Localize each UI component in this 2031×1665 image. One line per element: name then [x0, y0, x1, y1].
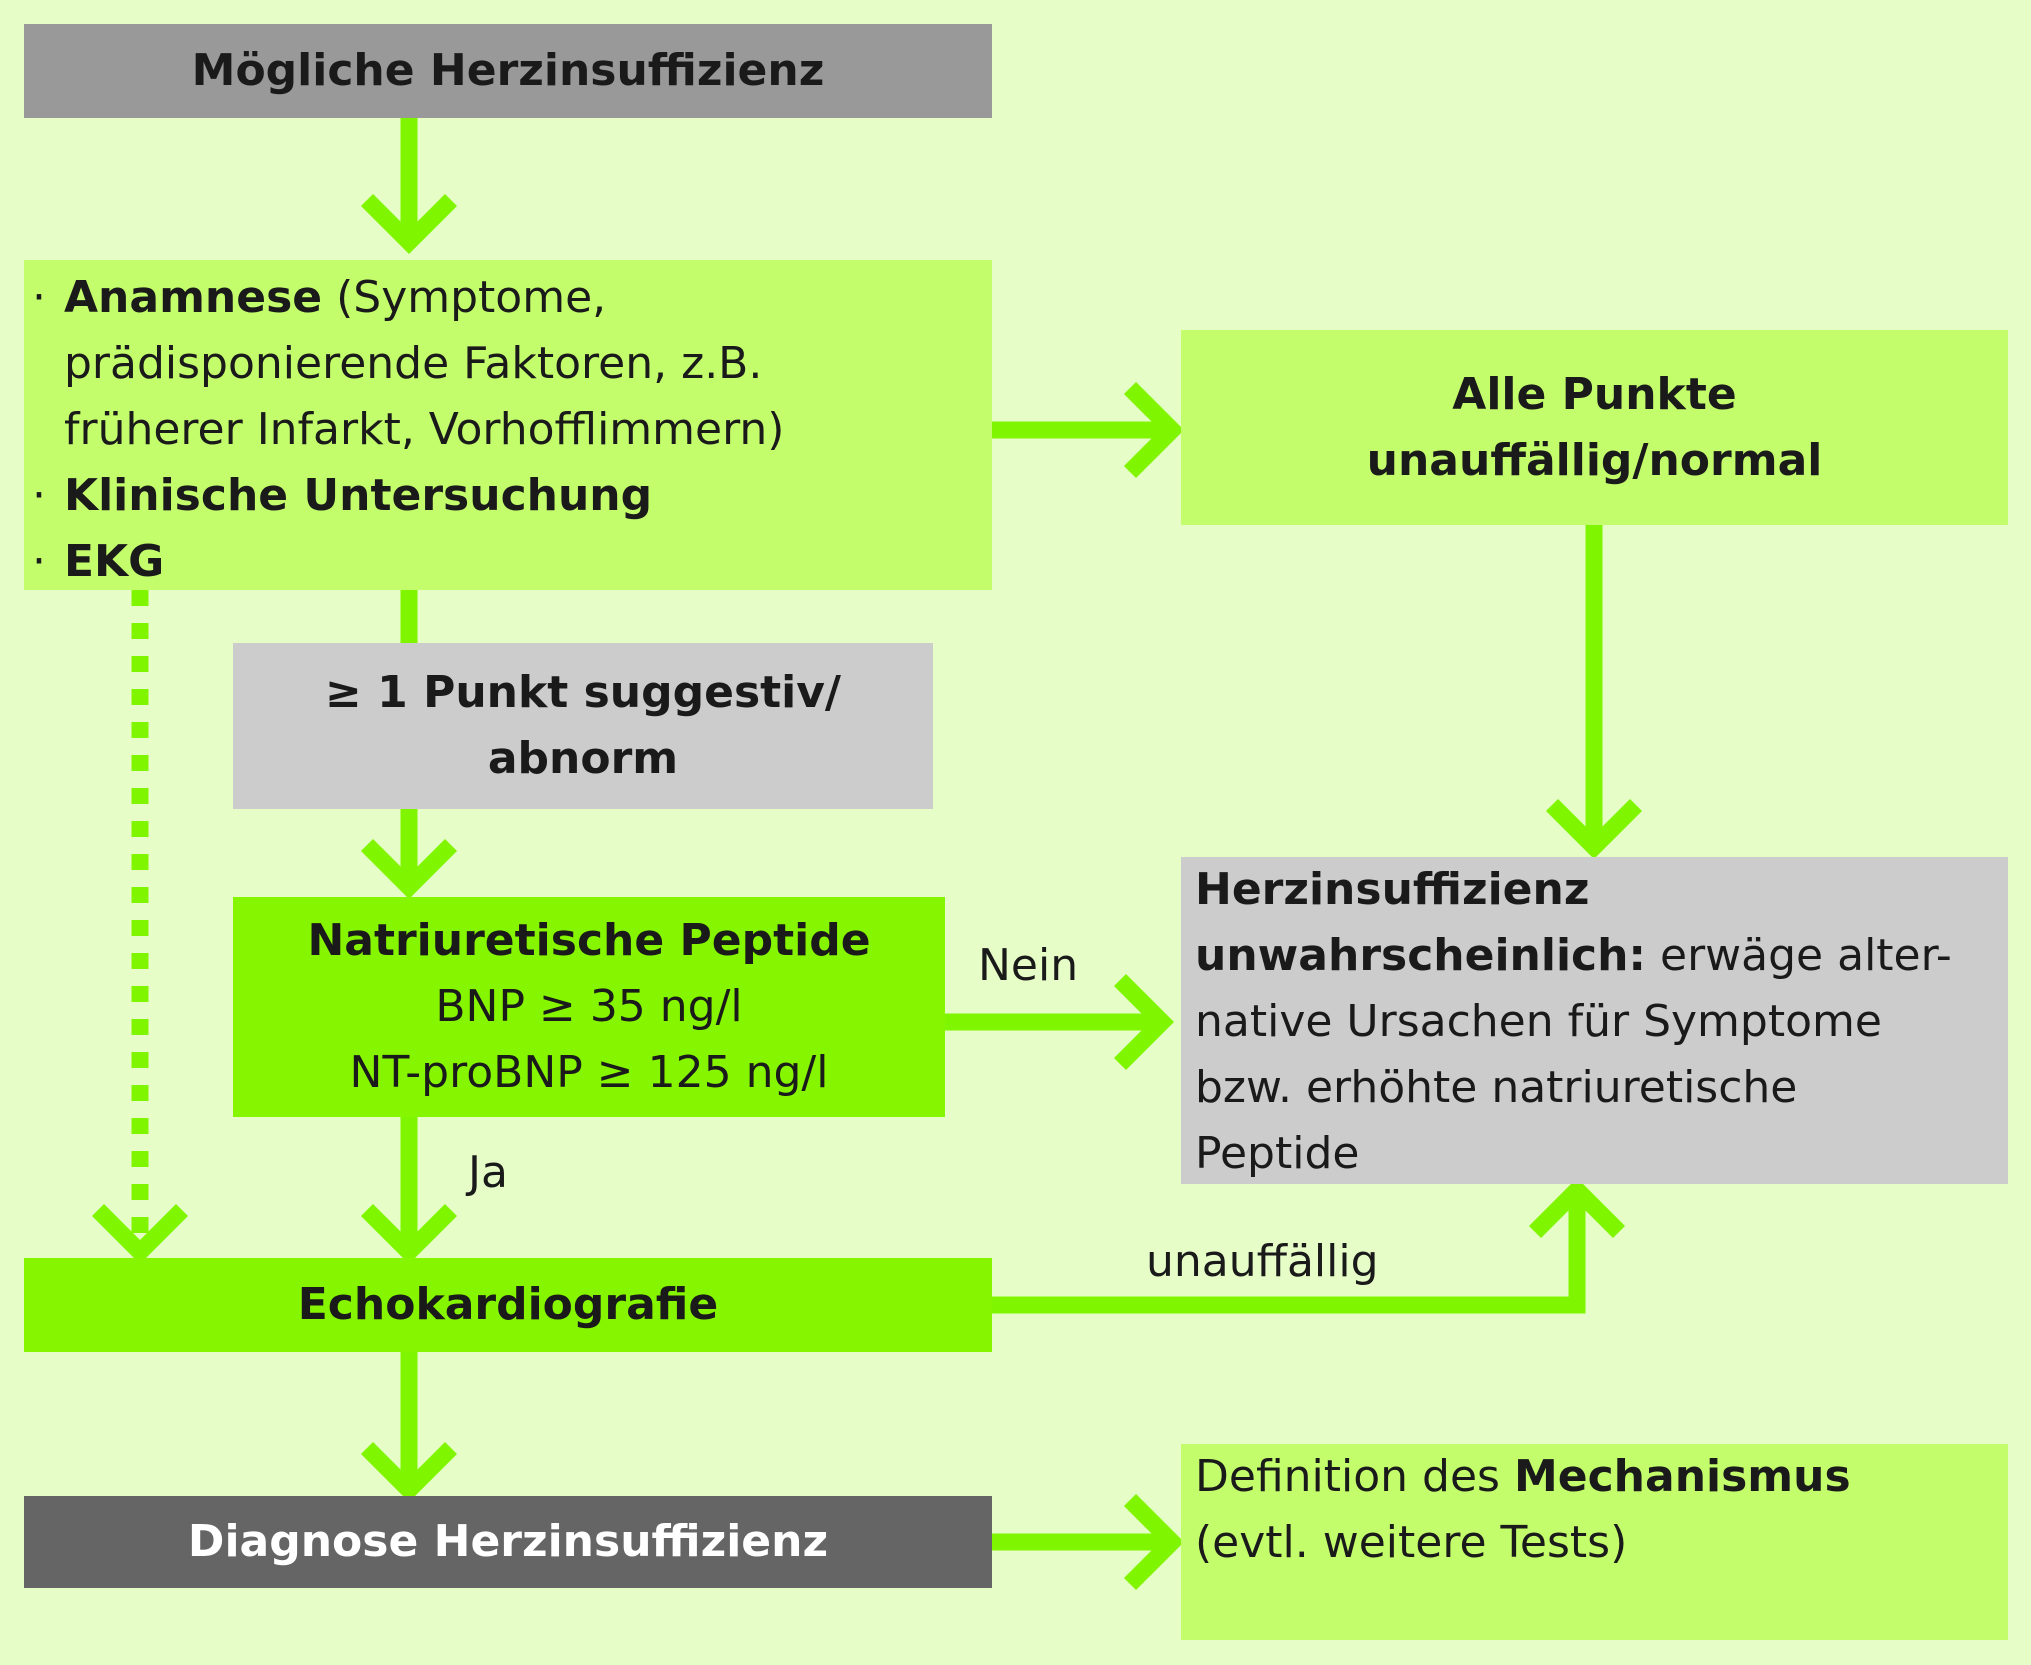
node-unlikely-rest1: erwäge alter-	[1646, 930, 1952, 981]
node-unlikely-bold2: unwahrscheinlich:	[1195, 930, 1647, 981]
assessment-item-anamnese-rest: (Symptome,	[322, 272, 607, 323]
node-all-normal-line2: unauffällig/normal	[1366, 434, 1823, 486]
assessment-item-ekg-bold: EKG	[64, 536, 165, 587]
assessment-item-clinical-exam: Klinische Untersuchung	[24, 463, 992, 529]
edge-label-normal-echo: unauffällig	[1146, 1236, 1379, 1287]
node-diagnosis-label: Diagnose Herzinsuffizienz	[187, 1516, 829, 1567]
assessment-item-anamnese-cont1: prädisponierende Faktoren, z.B.	[64, 338, 763, 389]
node-suggestive-line2: abnorm	[487, 733, 679, 784]
node-mechanism: Definition des Mechanismus (evtl. weiter…	[1181, 1444, 2008, 1640]
arrowhead-echo-to-unlikely	[1528, 1177, 1626, 1239]
node-unlikely-bold1: Herzinsuffizienz	[1195, 864, 1590, 915]
arrow-echo-to-unlikely	[992, 1190, 1586, 1314]
arrowhead-start-to-assessment	[360, 193, 458, 255]
node-echocardiography: Echokardiografie	[24, 1258, 992, 1352]
edge-label-yes: Ja	[468, 1147, 508, 1198]
arrowhead-echo-to-diagnosis	[360, 1441, 458, 1503]
node-mechanism-bold: Mechanismus	[1513, 1451, 1851, 1502]
node-natriuretic-peptides-title: Natriuretische Peptide	[307, 915, 871, 966]
node-suggestive-line1: ≥ 1 Punkt suggestiv/	[324, 667, 842, 718]
node-mechanism-line2: (evtl. weitere Tests)	[1195, 1517, 1628, 1568]
node-unlikely-line4: bzw. erhöhte natriuretische	[1195, 1062, 1798, 1113]
node-mechanism-pre: Definition des	[1195, 1451, 1514, 1502]
assessment-item-clinical-exam-bold: Klinische Untersuchung	[64, 470, 653, 521]
node-diagnosis: Diagnose Herzinsuffizienz	[24, 1496, 992, 1588]
assessment-item-anamnese-bold: Anamnese	[64, 272, 323, 323]
node-all-normal: Alle Punkte unauffällig/normal	[1181, 330, 2008, 525]
arrowhead-diagnosis-to-mechanism	[1123, 1493, 1185, 1591]
node-echocardiography-label: Echokardiografie	[297, 1279, 719, 1330]
assessment-list: Anamnese (Symptome, prädisponierende Fak…	[24, 265, 992, 595]
assessment-item-anamnese: Anamnese (Symptome, prädisponierende Fak…	[24, 265, 992, 463]
arrowhead-normal-to-unlikely	[1545, 798, 1643, 860]
node-possible-heart-failure-label: Mögliche Herzinsuffizienz	[191, 45, 825, 96]
arrowhead-peptides-to-unlikely	[1113, 973, 1175, 1071]
node-natriuretic-peptides-ntprobnp: NT-proBNP ≥ 125 ng/l	[349, 1047, 829, 1098]
edge-label-no: Nein	[978, 940, 1079, 991]
node-all-normal-line1: Alle Punkte	[1452, 368, 1737, 420]
arrowhead-ekg-to-echo	[91, 1203, 189, 1265]
node-natriuretic-peptides: Natriuretische Peptide BNP ≥ 35 ng/l NT-…	[233, 897, 945, 1117]
node-unlikely-line5: Peptide	[1195, 1128, 1360, 1179]
assessment-item-anamnese-cont2: früherer Infarkt, Vorhofflimmern)	[64, 404, 785, 455]
node-possible-heart-failure: Mögliche Herzinsuffizienz	[24, 24, 992, 118]
node-suggestive: ≥ 1 Punkt suggestiv/ abnorm	[233, 643, 933, 809]
arrowhead-suggestive-to-peptides	[360, 838, 458, 900]
node-natriuretic-peptides-bnp: BNP ≥ 35 ng/l	[435, 981, 743, 1032]
arrowhead-assessment-to-normal	[1123, 381, 1185, 479]
node-unlikely-line3: native Ursachen für Symptome	[1195, 996, 1882, 1047]
assessment-item-ekg: EKG	[24, 529, 992, 595]
node-heart-failure-unlikely: Herzinsuffizienz unwahrscheinlich: erwäg…	[1181, 857, 2008, 1184]
node-assessment: Anamnese (Symptome, prädisponierende Fak…	[24, 260, 992, 595]
arrowhead-peptides-to-echo	[360, 1203, 458, 1265]
